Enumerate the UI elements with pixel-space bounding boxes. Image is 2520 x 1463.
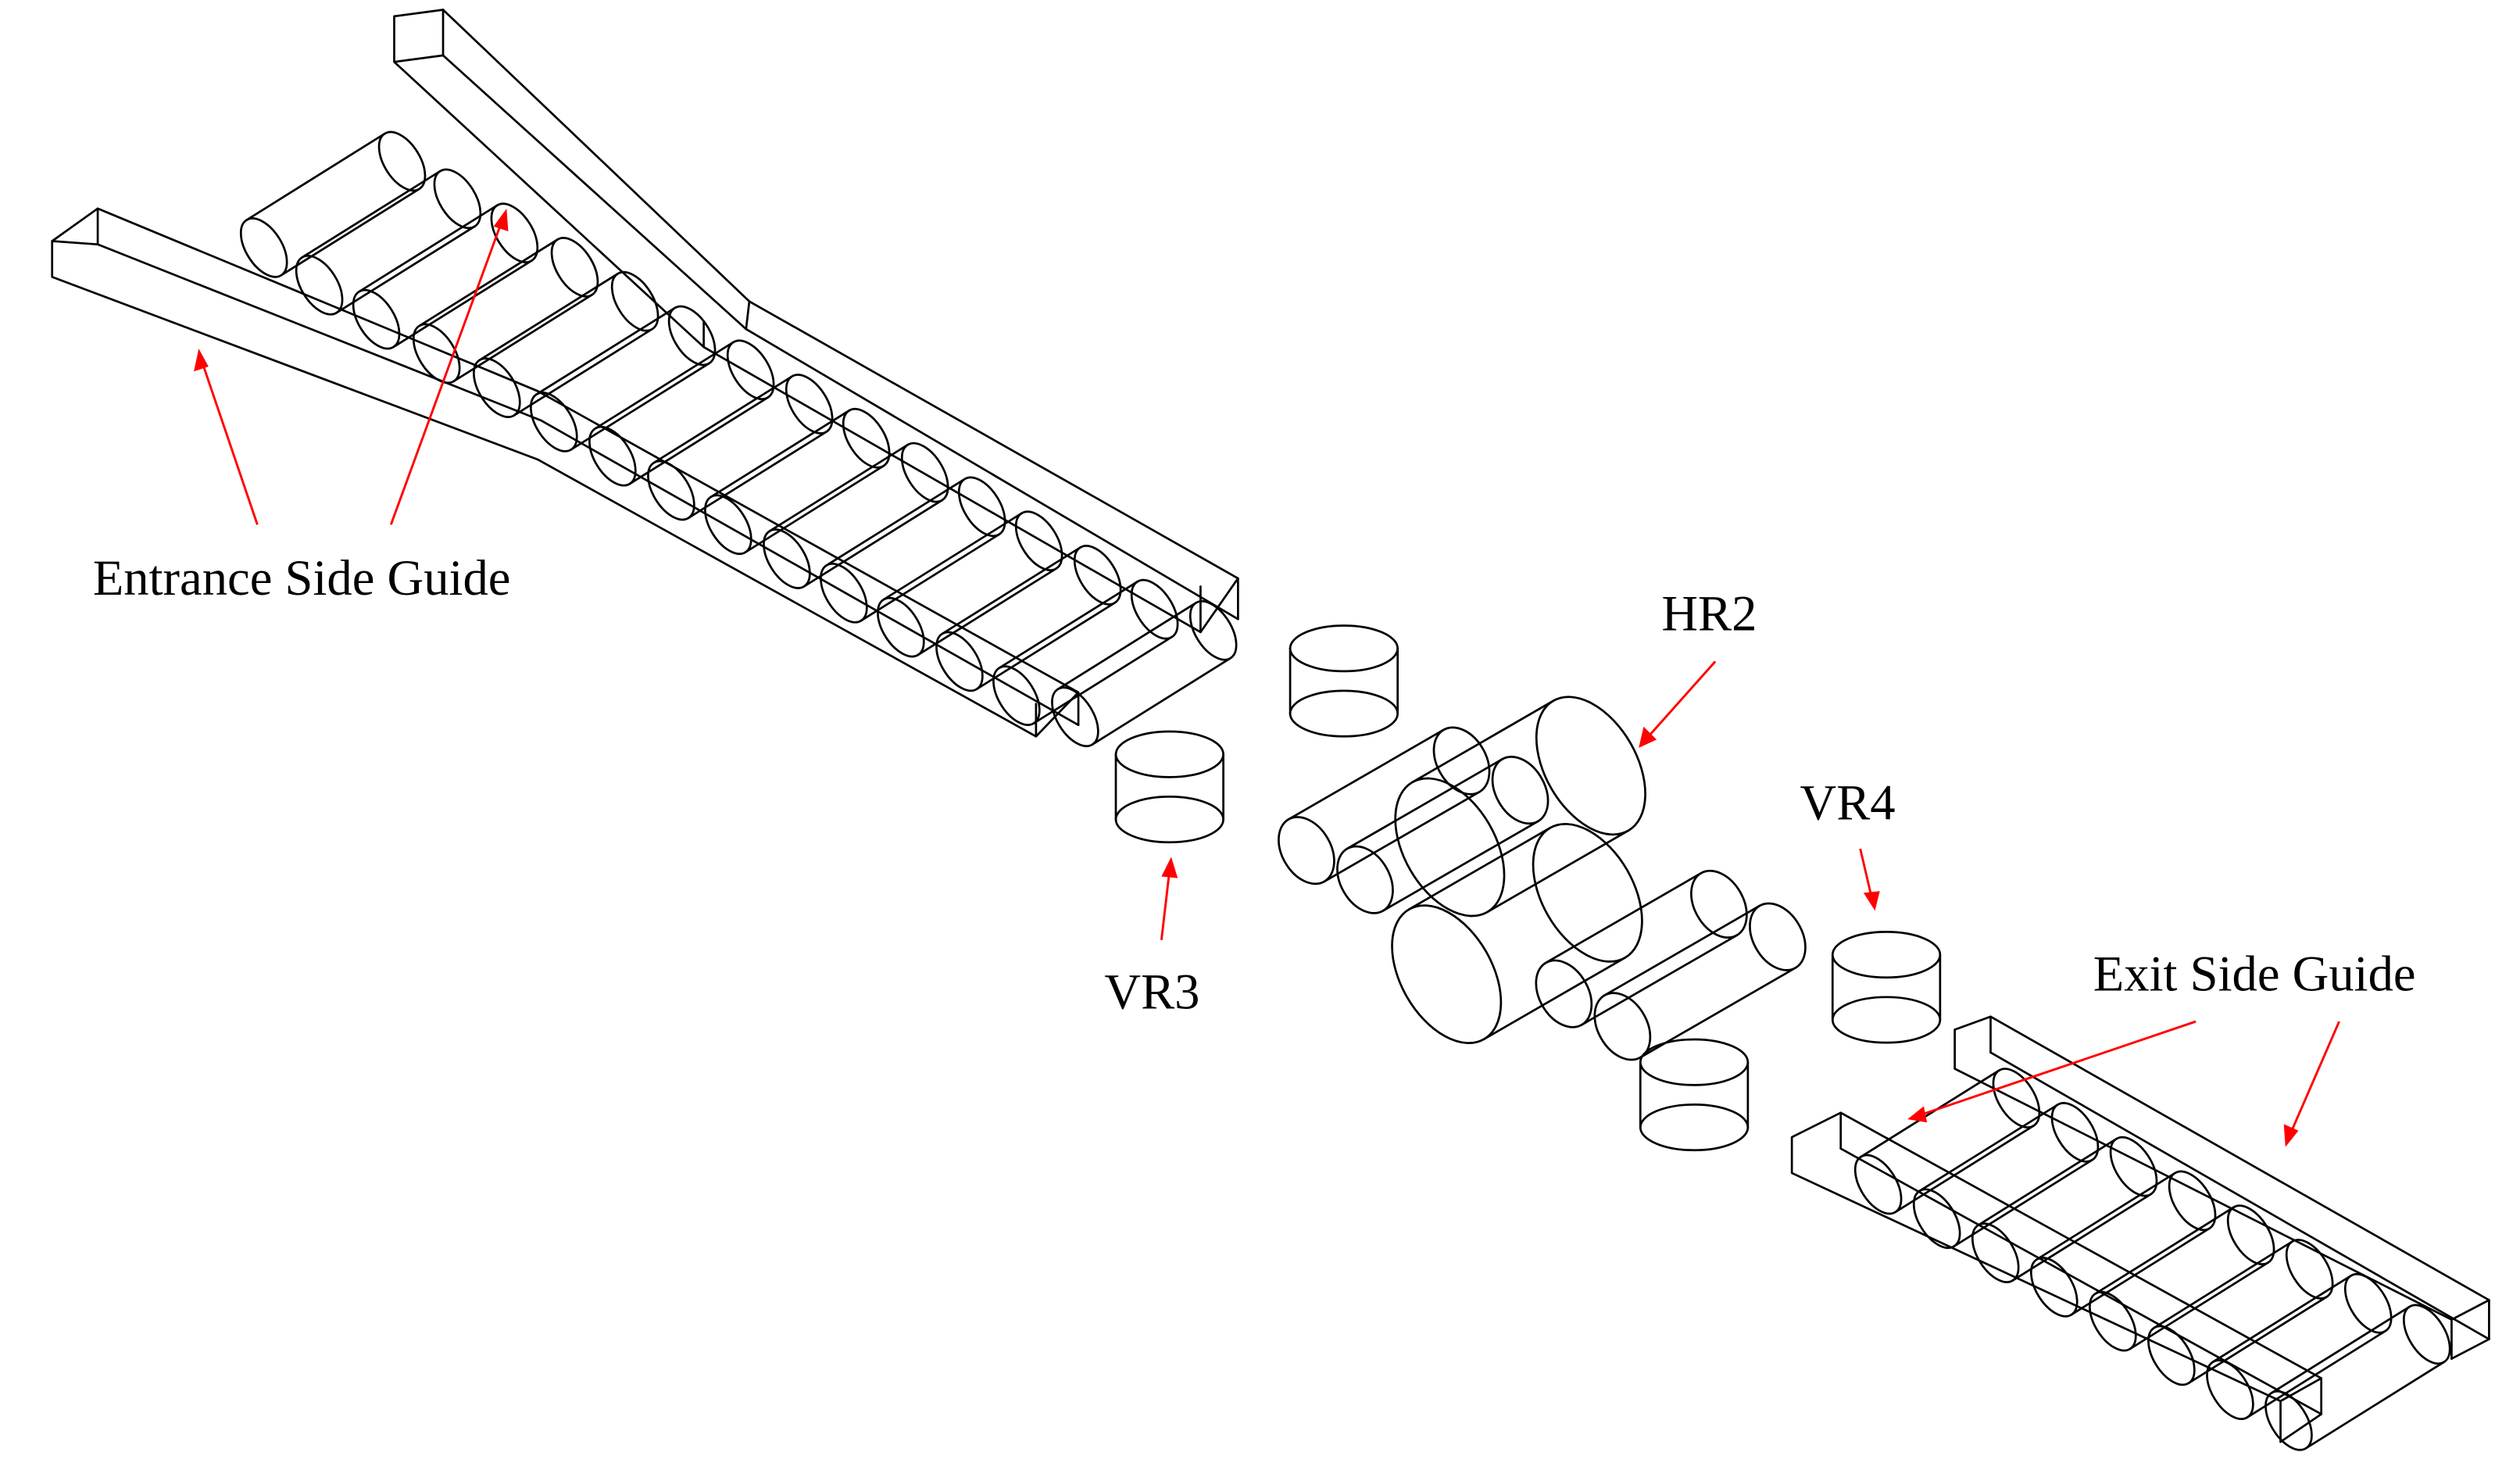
exit-lower-guide-bar xyxy=(1790,1111,2323,1443)
arrows xyxy=(194,208,2340,1147)
exit-rollers xyxy=(1844,1060,2461,1459)
arrow-exit-lower xyxy=(1907,1020,2197,1123)
entrance-side-guide xyxy=(51,9,1247,756)
vr3-roll xyxy=(1114,730,1224,844)
exit-side-guide xyxy=(1790,1015,2490,1459)
hr2-label: HR2 xyxy=(1661,585,1757,642)
arrow-vr3 xyxy=(1160,857,1178,941)
entrance-rollers xyxy=(230,123,1247,756)
arrow-hr2 xyxy=(1639,660,1717,748)
arrow-vr4 xyxy=(1859,848,1880,911)
vr3-label: VR3 xyxy=(1104,963,1199,1019)
arrow-entrance-upper xyxy=(389,208,509,525)
vr4-roll xyxy=(1831,931,1942,1044)
vr-upper-roll xyxy=(1289,624,1399,738)
entrance-upper-guide-bar xyxy=(393,9,1239,634)
exit-side-guide-label: Exit Side Guide xyxy=(2093,945,2416,1001)
entrance-side-guide-label: Entrance Side Guide xyxy=(93,549,511,606)
hr2-upper-roll xyxy=(1394,696,1646,918)
exit-upper-guide-bar xyxy=(1953,1015,2490,1360)
vr-lower-roll xyxy=(1639,1038,1750,1152)
hr2-lower-roll xyxy=(1391,822,1643,1044)
arrow-entrance-lower xyxy=(194,349,259,525)
vr4-label: VR4 xyxy=(1800,774,1896,831)
arrow-exit-upper xyxy=(2283,1021,2340,1147)
hr2-stand xyxy=(1266,696,1818,1071)
